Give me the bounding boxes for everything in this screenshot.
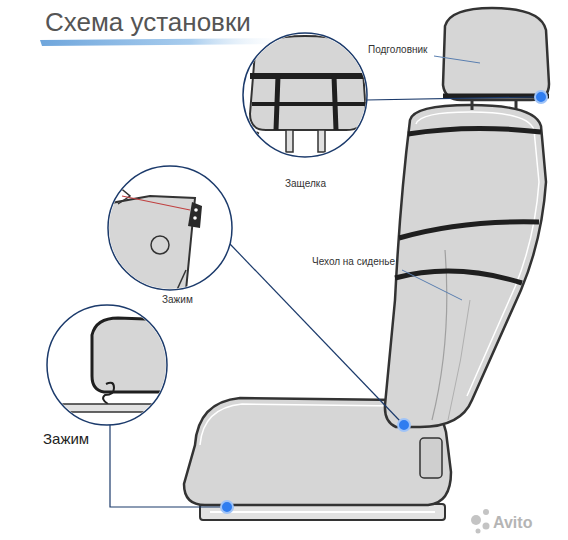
leader-line [434, 56, 480, 63]
recline-mechanism [420, 438, 442, 478]
cushion-seam [200, 404, 398, 445]
callout-line [366, 97, 535, 100]
part-label: Подголовник [368, 44, 427, 56]
headrest-detail [248, 36, 366, 152]
part-label: Зажим [43, 430, 89, 447]
backrest [385, 105, 546, 427]
backrest-crease [432, 250, 447, 420]
headrest [443, 8, 549, 100]
title: Схема установки [45, 8, 251, 38]
rail-stripe [210, 511, 435, 513]
seat-rail [200, 504, 445, 520]
headrest-post [515, 100, 518, 110]
connection-dot [535, 91, 547, 103]
callout-circle [243, 33, 367, 157]
title-underline [40, 38, 292, 46]
strap [399, 222, 539, 238]
watermark: Avito [493, 514, 532, 532]
part-label: Защелка [285, 178, 326, 190]
hook-detail [40, 318, 180, 412]
clip-detail [100, 186, 202, 295]
connection-dot [221, 501, 233, 513]
callout-line [110, 424, 221, 507]
callout-line [230, 244, 400, 421]
leader-line [402, 270, 462, 300]
watermark-logo [471, 509, 490, 534]
backrest-seam [416, 112, 539, 396]
backrest-crease [448, 300, 470, 420]
connection-dot [398, 419, 410, 431]
headrest-post [471, 100, 474, 110]
strap [395, 271, 522, 283]
strap [408, 128, 541, 134]
part-label: Чехол на сиденье [312, 256, 395, 268]
part-label: Зажим [162, 294, 193, 306]
